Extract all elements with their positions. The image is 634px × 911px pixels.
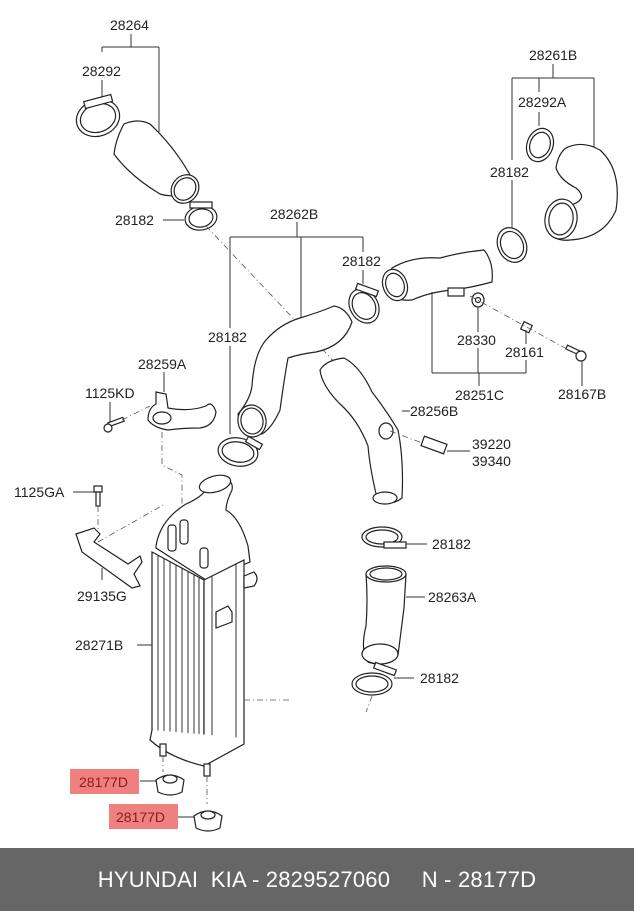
- label-28271B[interactable]: 28271B: [75, 637, 123, 653]
- intercooler-fins: [157, 556, 237, 757]
- pipe-28256B: [319, 357, 410, 505]
- label-28182-lower1[interactable]: 28182: [432, 536, 471, 552]
- leader-28264: [101, 34, 160, 132]
- label-28182-left[interactable]: 28182: [208, 329, 247, 345]
- label-28161[interactable]: 28161: [505, 344, 544, 360]
- label-28167B[interactable]: 28167B: [558, 386, 606, 402]
- label-28256B[interactable]: 28256B: [410, 403, 458, 419]
- label-28262B[interactable]: 28262B: [270, 206, 318, 222]
- sensor-39220: [389, 430, 470, 455]
- clamp-28182-left: [217, 435, 264, 467]
- parts-diagram: 28264 28292 28182 28261B 28292A 28182 28…: [14, 17, 618, 832]
- diagram-canvas: 28264 28292 28182 28261B 28292A 28182 28…: [14, 17, 618, 832]
- clamp-28182-right: [496, 227, 528, 263]
- label-39220[interactable]: 39220: [472, 436, 511, 452]
- label-28261B[interactable]: 28261B: [529, 47, 577, 63]
- label-28259A[interactable]: 28259A: [138, 356, 187, 372]
- grommet-28177D-b: [177, 810, 223, 832]
- clamp-28182-lower2: [351, 661, 414, 713]
- label-28292[interactable]: 28292: [82, 63, 121, 79]
- label-28330[interactable]: 28330: [457, 332, 496, 348]
- label-28264[interactable]: 28264: [110, 17, 149, 33]
- clamp-28182-mid: [348, 282, 380, 324]
- label-28182-right[interactable]: 28182: [490, 164, 529, 180]
- label-1125GA[interactable]: 1125GA: [14, 484, 65, 500]
- intercooler-28271B: [137, 474, 290, 777]
- label-28263A[interactable]: 28263A: [428, 589, 477, 605]
- footer-bar: HYUNDAI KIA - 2829527060 N - 28177D: [0, 848, 634, 911]
- bolt-1125KD: [103, 402, 151, 433]
- label-28177D-b[interactable]: 28177D: [116, 809, 165, 825]
- bracket-28259A: [147, 372, 217, 431]
- label-39340[interactable]: 39340: [472, 453, 511, 469]
- label-29135G[interactable]: 29135G: [77, 588, 127, 604]
- label-1125KD[interactable]: 1125KD: [85, 385, 135, 401]
- hose-28264: [113, 120, 200, 204]
- centerline: [469, 295, 577, 355]
- label-28177D-a[interactable]: 28177D: [79, 774, 128, 790]
- label-28182-top[interactable]: 28182: [115, 212, 154, 228]
- label-28182-mid[interactable]: 28182: [342, 253, 381, 269]
- leader-28262B: [229, 222, 364, 434]
- grommet-28177D-a: [140, 774, 185, 796]
- hose-28263A: [361, 565, 425, 665]
- leader-28251C: [431, 292, 583, 386]
- highlight-box-28177D-b: [109, 804, 178, 829]
- footer-part-number: HYUNDAI KIA - 2829527060 N - 28177D: [97, 866, 537, 892]
- leader-28261B: [511, 64, 595, 228]
- label-28292A[interactable]: 28292A: [518, 94, 567, 110]
- label-28251C[interactable]: 28251C: [455, 387, 504, 403]
- clamp-28292: [75, 93, 121, 138]
- centerline: [161, 432, 183, 520]
- clamp-28292A: [525, 127, 555, 163]
- grommet-28330: [471, 292, 485, 308]
- bracket-29135G: [75, 527, 143, 589]
- label-28182-lower2[interactable]: 28182: [420, 670, 459, 686]
- clamp-28182-top: [163, 201, 218, 231]
- elbow-hose-28261B: [544, 143, 618, 241]
- pipe-28251C: [381, 249, 493, 302]
- hose-28262B: [237, 305, 353, 438]
- highlight-box-28177D-a: [70, 769, 139, 794]
- clamp-28182-lower1: [361, 526, 427, 549]
- bolt-28167B: [565, 344, 587, 362]
- bolt-1125GA: [73, 485, 166, 543]
